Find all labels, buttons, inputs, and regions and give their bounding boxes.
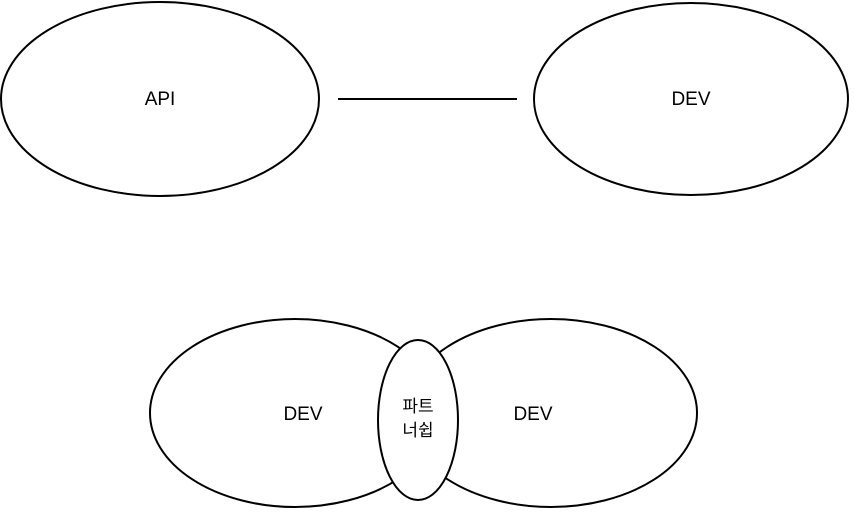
node-api-ellipse[interactable] xyxy=(0,1,320,197)
node-partnership-overlap-ellipse[interactable] xyxy=(377,339,459,501)
node-api-label: API xyxy=(145,89,176,110)
node-partnership-label-line2: 너쉽 xyxy=(402,421,433,441)
node-partnership-label-line1: 파트 xyxy=(402,397,433,417)
top-row-group: API DEV xyxy=(0,1,849,197)
node-dev-right-label: DEV xyxy=(513,404,552,425)
node-dev-left-label: DEV xyxy=(283,404,322,425)
bottom-venn-group: DEV DEV 파트 너쉽 xyxy=(149,318,698,508)
node-dev-top-ellipse[interactable] xyxy=(533,2,849,196)
node-dev-top-label: DEV xyxy=(671,89,710,110)
